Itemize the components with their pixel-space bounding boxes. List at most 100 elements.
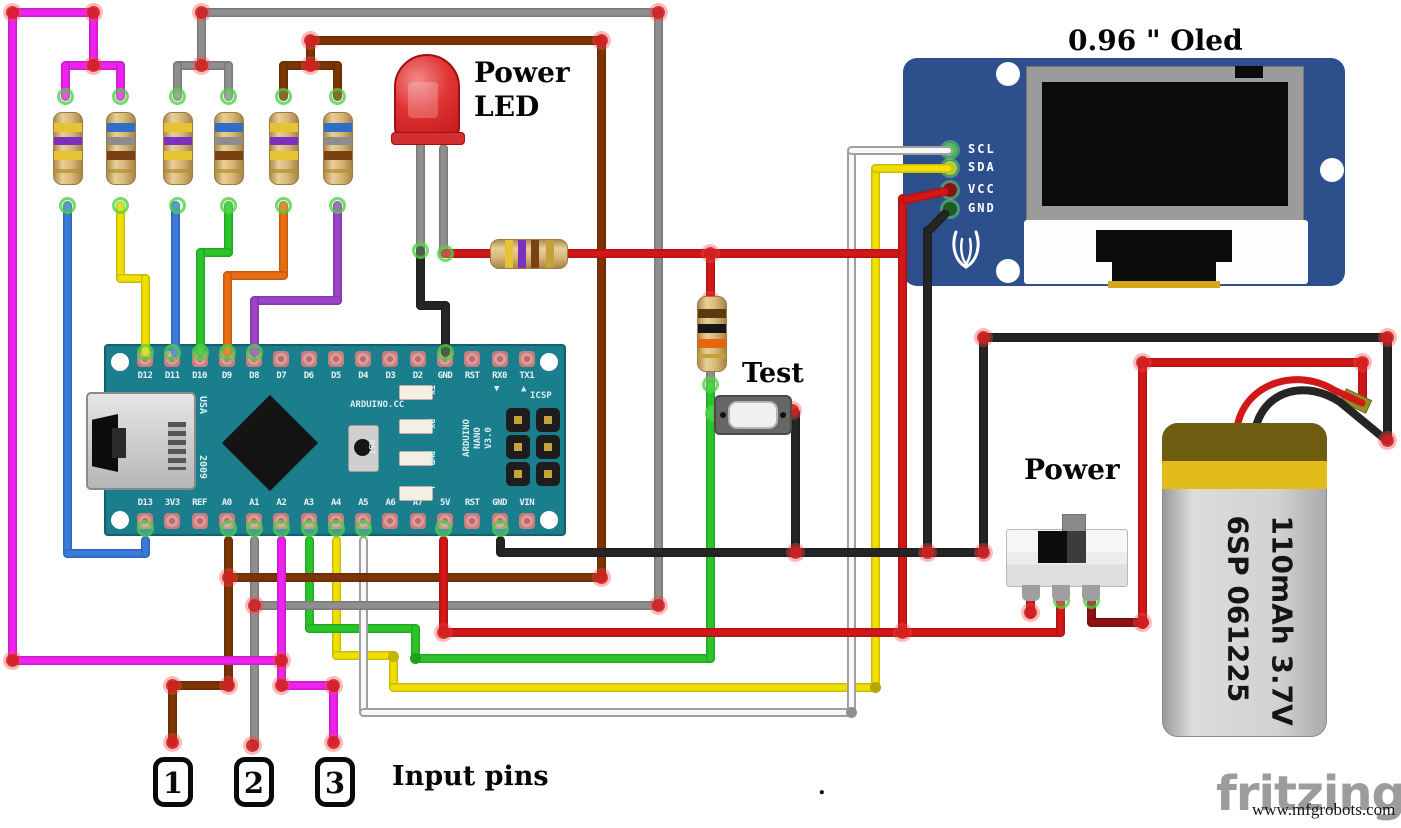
bend-dot-3	[409, 652, 421, 664]
resistor-band-gold	[270, 169, 298, 173]
wire-brown-52	[223, 535, 233, 690]
wire-magenta-61	[7, 655, 286, 665]
silk-arduino-cc: ARDUINO.CC	[350, 400, 405, 410]
nano-led-label-PWR: PWR	[427, 451, 436, 466]
pin-connect-dot-29	[701, 375, 719, 393]
nano-led-label-TX: TX	[427, 385, 436, 395]
resistor-band	[164, 151, 192, 160]
pin-connect-dot-24	[354, 519, 372, 537]
wire-gray-42	[653, 7, 663, 610]
junction-dot-4	[303, 33, 317, 47]
oled-screen-notch	[1235, 66, 1263, 78]
junction-dot-29	[1135, 615, 1149, 629]
input-box-1: 1	[153, 757, 193, 807]
resistor-band	[107, 151, 135, 160]
junction-dot-12	[221, 570, 235, 584]
nano-top-pin-label-D3: D3	[385, 371, 396, 381]
test-button-pin	[780, 412, 786, 418]
wire-brown-50	[596, 35, 606, 582]
nano-top-pin-RST	[464, 351, 481, 367]
nano-top-pin-label-D2: D2	[412, 371, 423, 381]
wire-brown-48	[278, 60, 288, 101]
oled-pin-label-SCL: SCL	[968, 142, 996, 156]
wire-white-35	[846, 145, 856, 717]
wire-green-25	[410, 653, 715, 663]
pin-connect-dot-21	[272, 519, 290, 537]
pin-connect-dot-27	[411, 241, 429, 259]
resistor-band	[270, 123, 298, 132]
junction-dot-32	[165, 735, 179, 749]
junction-dot-15	[651, 598, 665, 612]
junction-dot-21	[221, 678, 235, 692]
resistor-band	[505, 240, 513, 268]
pin-connect-dot-15	[218, 343, 236, 361]
nano-bottom-pin-label-A6: A6	[385, 498, 396, 508]
nano-top-pin-label-RST: RST	[464, 371, 480, 381]
wire-yellow-16	[388, 682, 880, 692]
nano-led-label-L: L	[427, 486, 436, 491]
junction-dot-9	[703, 246, 717, 260]
wire-red-70	[438, 535, 448, 637]
pin-connect-dot-5	[328, 87, 346, 105]
silk-model: NANO	[473, 427, 483, 449]
pin-connect-dot-0	[56, 87, 74, 105]
nano-top-pin-label-GND: GND	[437, 371, 453, 381]
junction-dot-25	[920, 545, 934, 559]
resistor-band	[698, 324, 726, 333]
nano-bottom-pin-RST	[464, 513, 481, 529]
nano-top-pin-D7	[273, 351, 290, 367]
wire-magenta-64	[328, 680, 338, 747]
junction-dot-33	[245, 738, 259, 752]
power-switch-knob	[1038, 531, 1086, 563]
test-button-pin	[720, 412, 726, 418]
pin-connect-dot-18	[136, 519, 154, 537]
silk-rst-label: RST	[367, 440, 376, 455]
nano-top-pin-TX1	[518, 351, 535, 367]
wire-lead-1	[438, 143, 448, 258]
wire-red-66	[559, 248, 907, 258]
oled-pin-label-GND: GND	[968, 201, 996, 215]
power-switch-leg	[1022, 585, 1040, 601]
battery-leads	[1234, 376, 1390, 444]
nano-bottom-pin-label-A2: A2	[276, 498, 287, 508]
wire-black-78	[415, 245, 425, 310]
wire-red-72	[1137, 357, 1367, 367]
pin-connect-dot-12	[136, 343, 154, 361]
icsp-pad-2	[506, 435, 530, 459]
oled-pin-label-VCC: VCC	[968, 182, 996, 196]
nano-corner-hole	[540, 353, 558, 371]
battery-text-line2: 110mAh 3.7V	[1265, 515, 1299, 726]
wire-green-19	[223, 200, 233, 257]
wire-magenta-57	[88, 7, 98, 70]
nano-top-pin-D5	[327, 351, 344, 367]
resistor-band	[215, 137, 243, 145]
junction-dot-2	[194, 5, 208, 19]
wire-magenta-62	[276, 535, 286, 690]
nano-bottom-pin-label-VIN: VIN	[519, 498, 535, 508]
pin-connect-dot-14	[191, 343, 209, 361]
wire-black-83	[790, 407, 800, 557]
power-switch-label: Power	[1024, 453, 1120, 486]
silk-rx-mark: ▼	[494, 384, 500, 394]
junction-dot-13	[594, 570, 608, 584]
junction-dot-27	[1135, 355, 1149, 369]
pin-connect-dot-6	[58, 196, 76, 214]
nano-bottom-pin-label-A1: A1	[249, 498, 259, 508]
nano-top-pin-label-D7: D7	[276, 371, 287, 381]
nano-bottom-pin-A7	[409, 513, 426, 529]
nano-corner-hole	[111, 353, 129, 371]
junction-dot-14	[247, 598, 261, 612]
nano-bottom-pin-label-A3: A3	[303, 498, 314, 508]
silk-year: 2009	[197, 455, 208, 480]
wire-lead-0	[415, 138, 425, 257]
wire-yellow-17	[870, 163, 880, 692]
resistor-band	[270, 137, 298, 145]
wire-blue-9	[170, 200, 180, 357]
nano-bottom-pin-label-D13: D13	[137, 498, 153, 508]
junction-dot-16	[5, 653, 19, 667]
resistor-band	[324, 151, 352, 160]
wire-brown-51	[223, 572, 606, 582]
resistor-vertical-3	[163, 112, 193, 185]
bend-dot-0	[869, 681, 881, 693]
test-label: Test	[742, 358, 804, 389]
